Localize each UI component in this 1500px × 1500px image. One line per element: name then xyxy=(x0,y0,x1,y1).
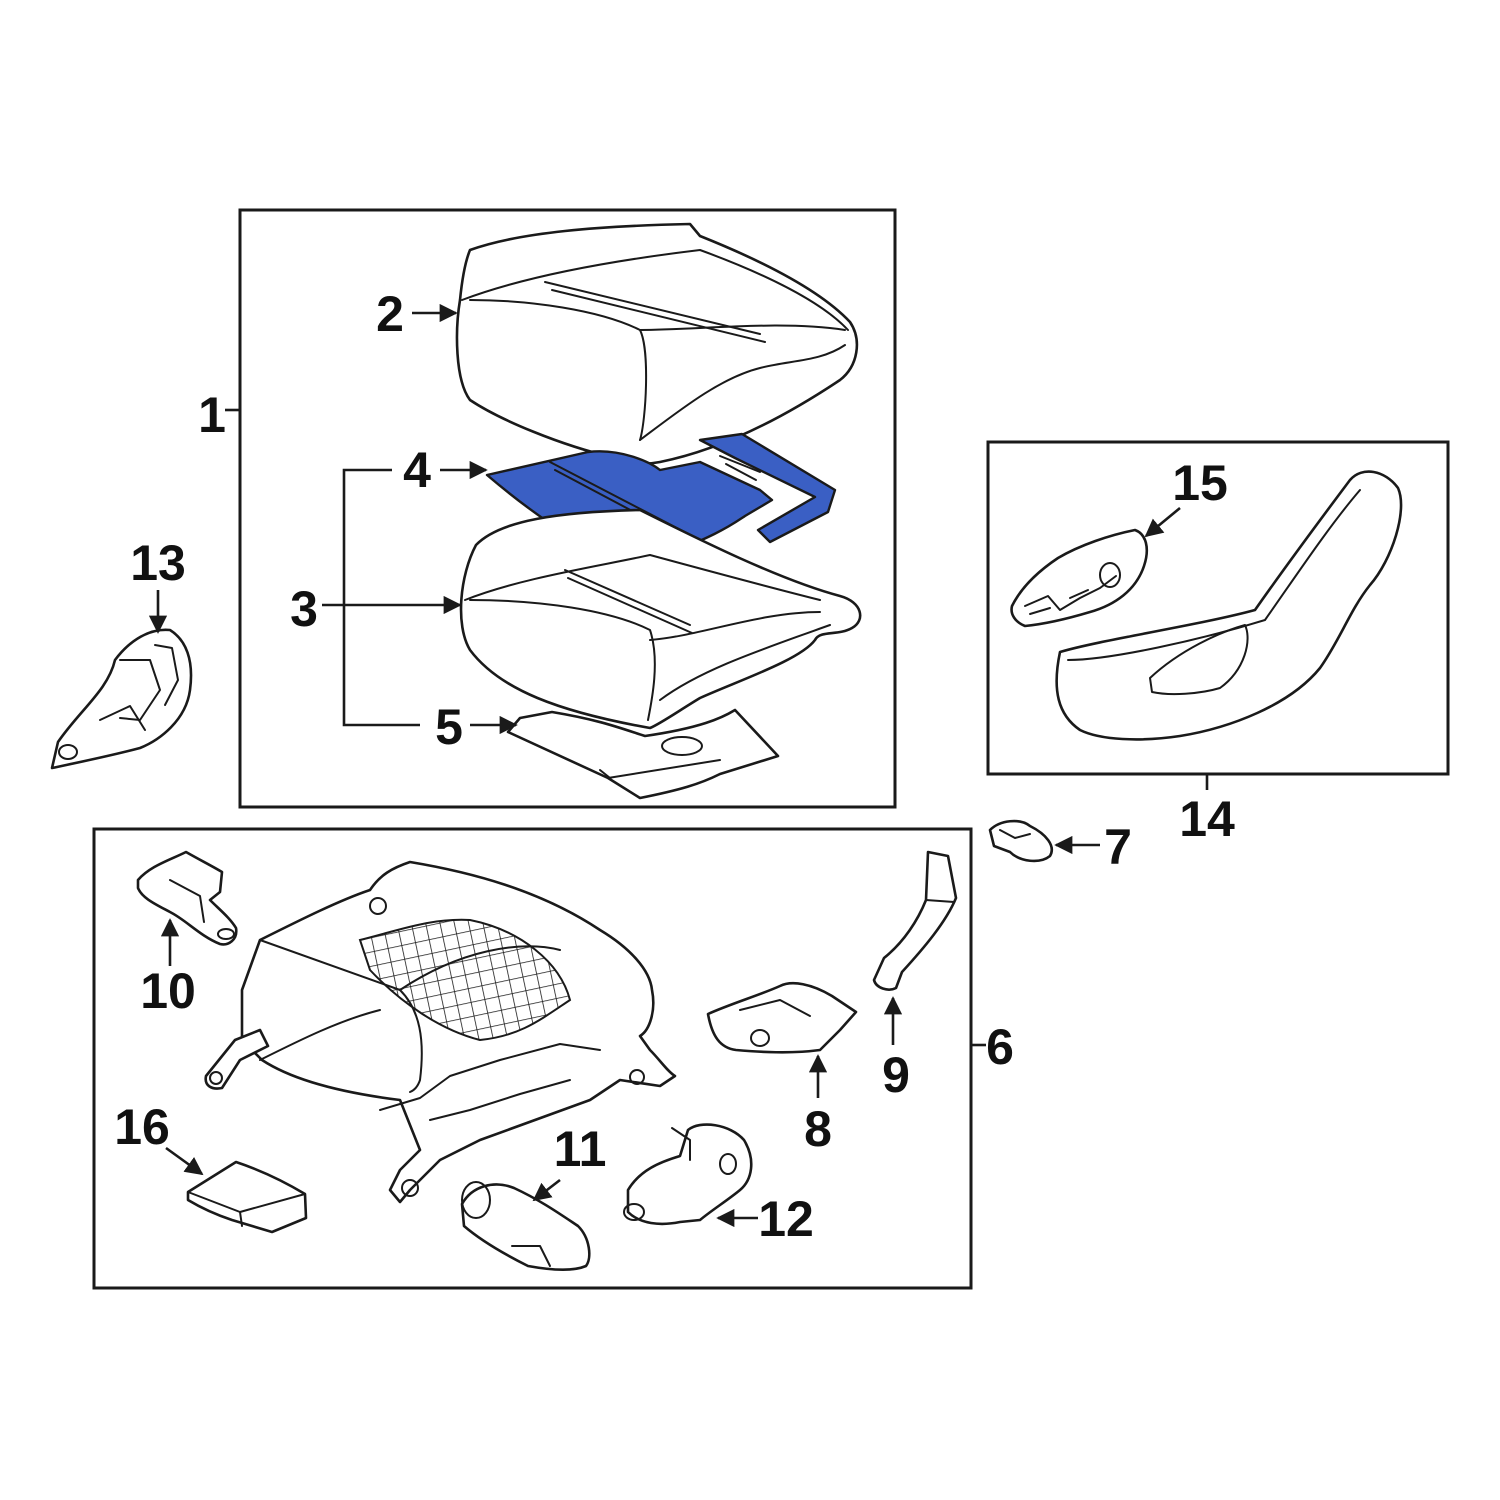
part-8-bracket[interactable] xyxy=(706,982,858,1054)
part-6-seat-adjuster-frame[interactable] xyxy=(204,860,677,1204)
callout-13: 13 xyxy=(130,535,186,591)
callout-11: 11 xyxy=(554,1121,607,1177)
seat-adjuster-assembly-box xyxy=(92,827,973,1290)
callout-12: 12 xyxy=(758,1191,814,1247)
part-10-motor[interactable] xyxy=(136,850,238,946)
part-7-clip[interactable] xyxy=(988,819,1053,863)
callout-15: 15 xyxy=(1172,455,1228,511)
callout-3: 3 xyxy=(290,581,318,637)
callout-14: 14 xyxy=(1179,791,1235,847)
callout-6: 6 xyxy=(986,1019,1014,1075)
side-shield-assembly-box xyxy=(986,440,1450,776)
callout-8: 8 xyxy=(804,1101,832,1157)
callout-2: 2 xyxy=(376,286,404,342)
callout-9: 9 xyxy=(882,1047,910,1103)
part-14-side-shield[interactable] xyxy=(1055,470,1403,741)
callout-5: 5 xyxy=(435,699,463,755)
part-5-cushion-cover-sheet[interactable] xyxy=(506,708,780,800)
leader-lines xyxy=(148,303,1209,1228)
part-12-motor[interactable] xyxy=(623,1123,753,1226)
callout-7: 7 xyxy=(1104,819,1132,875)
part-2-cushion-cover[interactable] xyxy=(455,222,859,465)
callout-10: 10 xyxy=(140,963,196,1019)
part-13-side-cover[interactable] xyxy=(50,628,193,770)
callout-16: 16 xyxy=(114,1099,170,1155)
part-16-control-module[interactable] xyxy=(186,1160,308,1234)
part-11-motor[interactable] xyxy=(460,1181,591,1272)
part-3-cushion-pad[interactable] xyxy=(459,508,862,730)
part-15-adjuster-switch[interactable] xyxy=(1010,528,1148,628)
seat-cushion-assembly-box xyxy=(238,208,897,809)
part-9-trim-strip[interactable] xyxy=(872,850,958,991)
callout-labels: 1 2 3 4 5 6 7 8 9 10 11 12 13 14 15 16 xyxy=(114,286,1235,1247)
adjuster-rail-left xyxy=(204,1028,270,1090)
callout-4: 4 xyxy=(403,442,431,498)
heater-frame-rear xyxy=(698,432,837,544)
callout-1: 1 xyxy=(198,387,226,443)
